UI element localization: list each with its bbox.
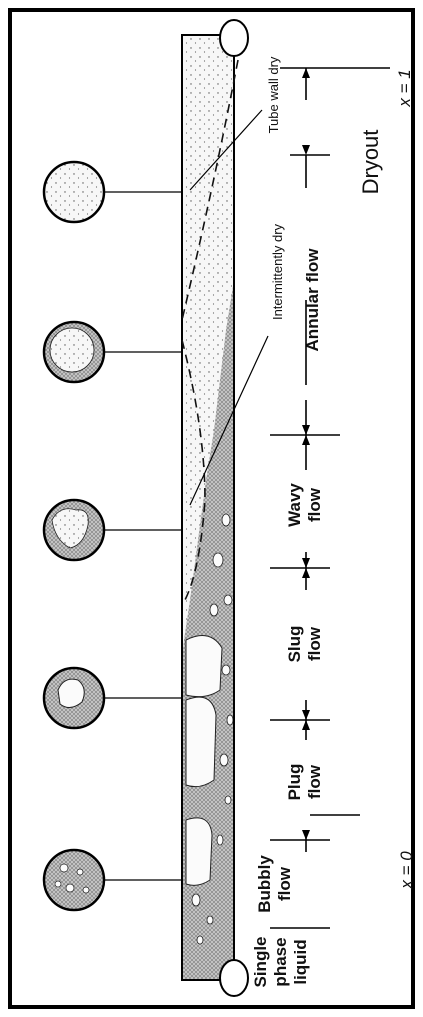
label-wavy-1: Wavy (285, 483, 304, 527)
label-annular-flow: Annular flow (303, 248, 322, 352)
label-plug-2: flow (305, 764, 324, 799)
label-single-2: phase (271, 937, 290, 986)
label-plug-1: Plug (285, 764, 304, 801)
label-slug-1: Slug (285, 626, 304, 663)
cross-section-bubbly (44, 850, 104, 910)
label-wavy-2: flow (305, 487, 324, 522)
label-slug-2: flow (305, 626, 324, 661)
label-x-zero: x = 0 (397, 851, 416, 890)
label-single-3: liquid (291, 939, 310, 984)
label-tube-wall-dry: Tube wall dry (266, 56, 281, 133)
cross-section-dryout (44, 162, 104, 222)
cross-sections (44, 162, 182, 910)
label-bubbly-1: Bubbly (255, 855, 274, 913)
label-dryout: Dryout (358, 130, 383, 195)
slug-bubble (186, 636, 222, 697)
tube (182, 20, 248, 996)
tube-bottom-end (220, 960, 248, 996)
plug-bubble-2 (186, 818, 212, 885)
plug-bubble-1 (186, 697, 216, 787)
tube-top-end (220, 20, 248, 56)
labels: Tube wall dry Intermittently dry x = 1 x… (251, 56, 416, 987)
label-x-one: x = 1 (395, 69, 414, 107)
label-intermittently-dry: Intermittently dry (270, 223, 285, 320)
label-bubbly-2: flow (275, 866, 294, 901)
label-single-1: Single (251, 936, 270, 987)
